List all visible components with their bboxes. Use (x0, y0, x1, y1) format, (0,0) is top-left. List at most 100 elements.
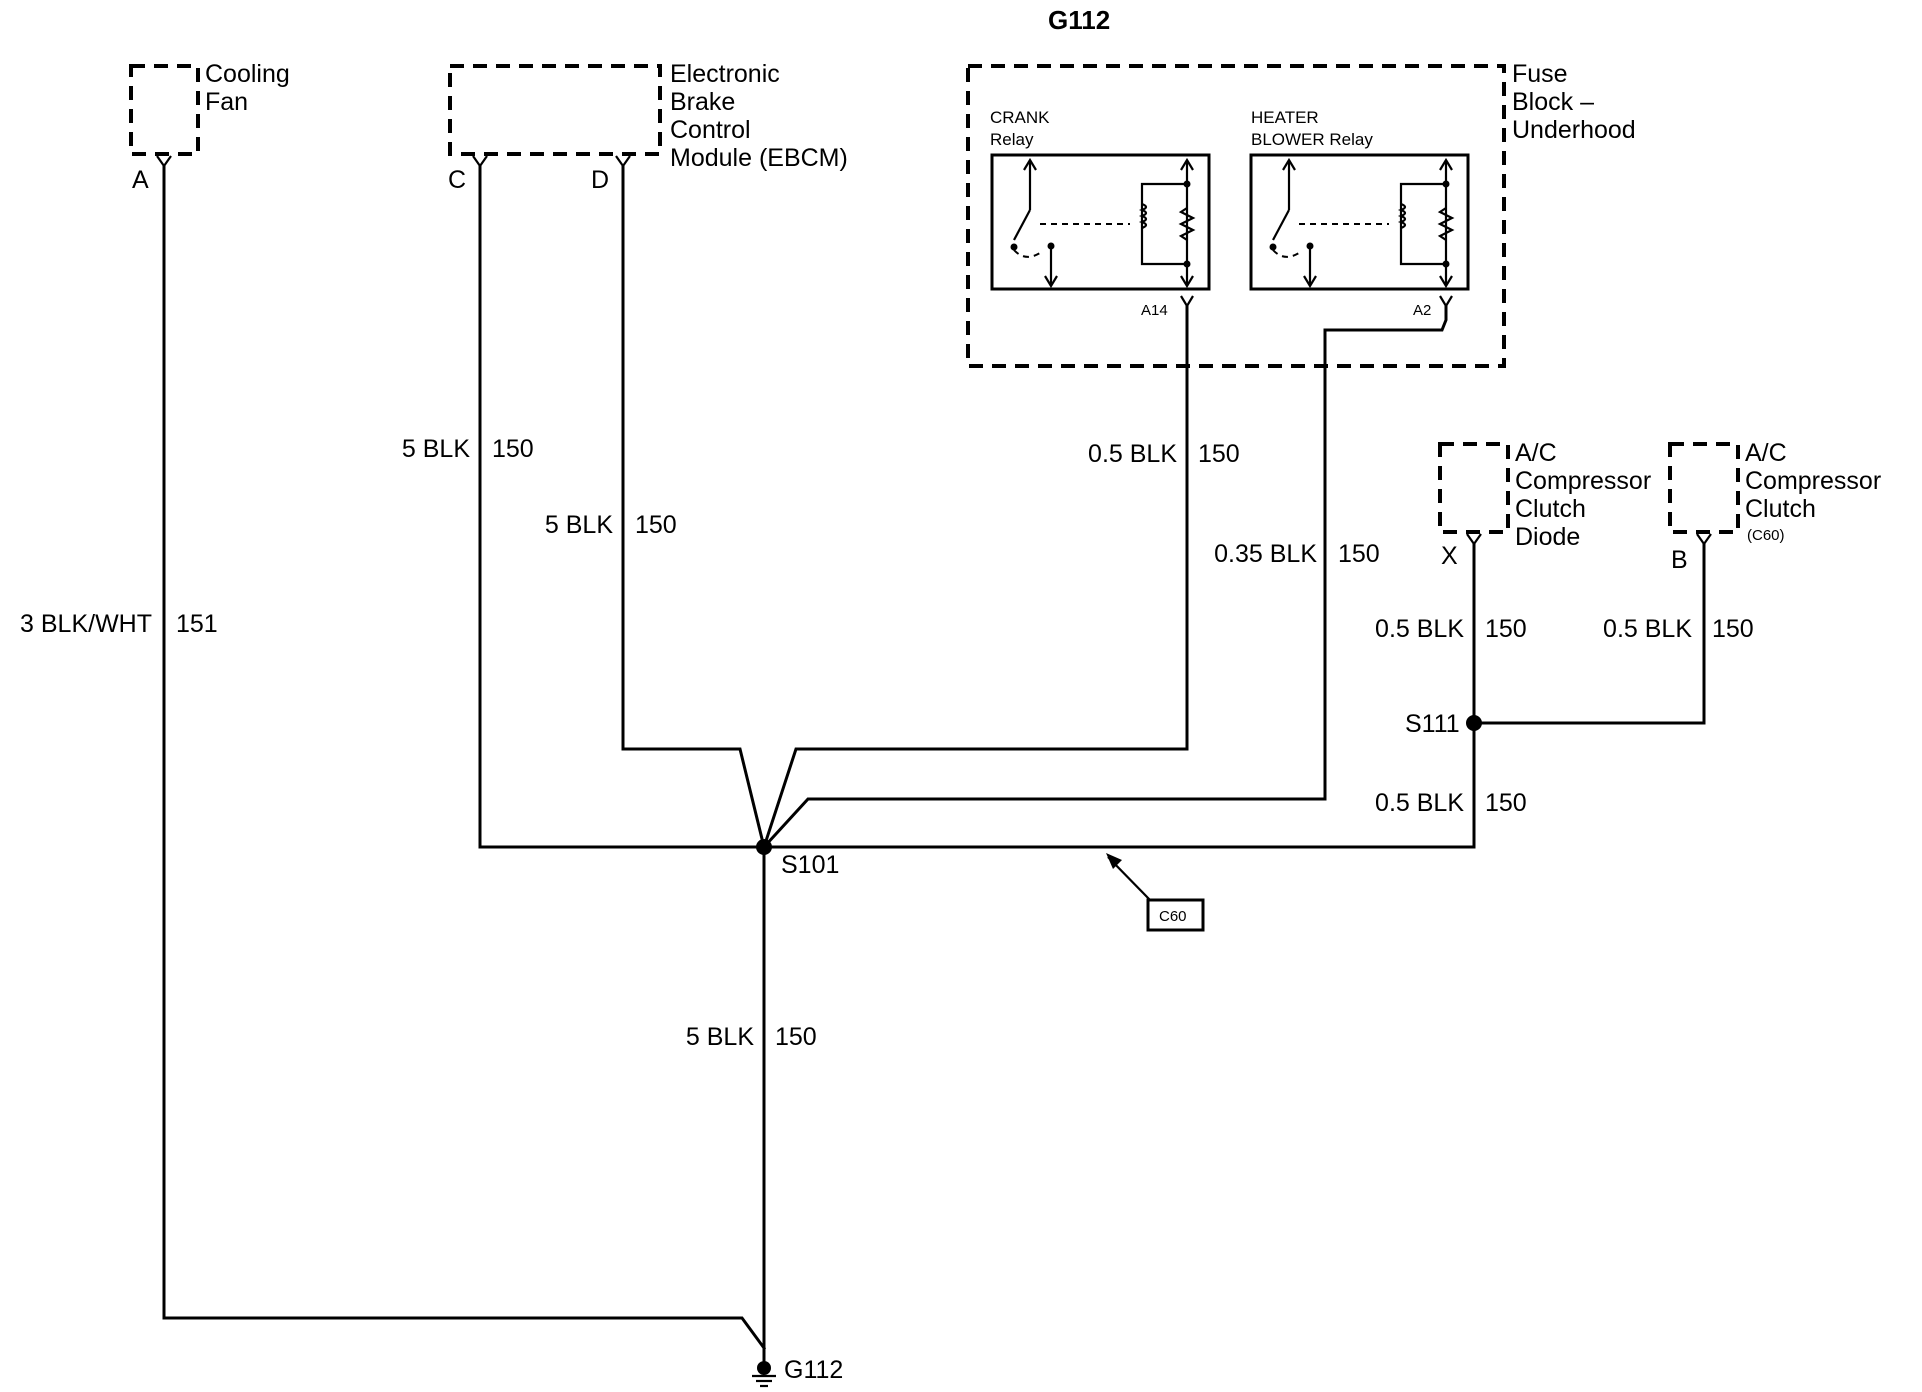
heater-relay-arrow-up-2 (1439, 157, 1453, 171)
ac-diode-component: A/C Compressor Clutch Diode X (1438, 439, 1651, 570)
crank-relay-coil (1138, 202, 1148, 230)
wire-s111-out-circuit: 150 (1485, 789, 1527, 817)
ac-diode-label-2: Compressor (1515, 467, 1651, 495)
fuse-block-box (966, 64, 1506, 368)
heater-blower-relay: HEATER BLOWER Relay A2 (1249, 108, 1470, 319)
ac-clutch-label-4: (C60) (1747, 527, 1785, 544)
ebcm-label-2: Brake (670, 88, 735, 116)
cooling-fan-label-2: Fan (205, 88, 248, 116)
crank-relay-resistor (1178, 207, 1196, 241)
crank-relay-node-bottom (1183, 260, 1191, 268)
wire-heater-circuit: 150 (1338, 540, 1380, 568)
heater-relay-resistor (1437, 207, 1455, 241)
wire-clutch-circuit: 150 (1712, 615, 1754, 643)
heater-relay-arrow-down-2 (1439, 275, 1453, 289)
cooling-fan-component: Cooling Fan A (129, 60, 290, 194)
wire-heater-gauge: 0.35 BLK (1214, 540, 1317, 568)
ebcm-label-1: Electronic (670, 60, 780, 88)
fuse-block-label-2: Block – (1512, 88, 1594, 116)
wire-s111-out-gauge: 0.5 BLK (1375, 789, 1464, 817)
ac-diode-label-3: Clutch (1515, 495, 1586, 523)
wire-ebcm-d-gauge: 5 BLK (545, 511, 613, 539)
wire-s101-to-diode (762, 542, 1476, 849)
wire-crank-gauge: 0.5 BLK (1088, 440, 1177, 468)
heater-relay-pin-label: A2 (1413, 302, 1431, 319)
ac-diode-box (1438, 442, 1510, 534)
fuse-block-label-1: Fuse (1512, 60, 1568, 88)
heater-relay-arrow-down (1303, 275, 1317, 289)
ebcm-label-4: Module (EBCM) (670, 144, 848, 172)
wire-heater-relay (761, 304, 1448, 850)
heater-relay-label-2: BLOWER Relay (1251, 130, 1373, 149)
ac-diode-label-4: Diode (1515, 523, 1580, 551)
heater-relay-coil (1397, 202, 1407, 230)
wire-diode-circuit: 150 (1485, 615, 1527, 643)
cooling-fan-label-1: Cooling (205, 60, 290, 88)
crank-relay-contact-arc (1013, 249, 1041, 258)
diagram-title: G112 (1048, 5, 1110, 35)
c60-label: C60 (1159, 908, 1187, 925)
wire-ebcm-c-gauge: 5 BLK (402, 435, 470, 463)
crank-relay-box (990, 153, 1211, 291)
wire-fan-circuit: 151 (176, 610, 218, 638)
crank-relay-arrow-down-2 (1180, 275, 1194, 289)
heater-relay-box (1249, 153, 1470, 291)
wire-ground-gauge: 5 BLK (686, 1023, 754, 1051)
wire-ground-circuit: 150 (775, 1023, 817, 1051)
ebcm-pin-c-label: C (448, 166, 466, 194)
ac-clutch-label-1: A/C (1745, 439, 1787, 467)
wire-s111-to-clutch (1472, 542, 1706, 725)
crank-relay-arrow-down (1044, 275, 1058, 289)
wire-crank-relay (762, 304, 1189, 849)
c60-arrowhead (1106, 853, 1122, 869)
wire-ebcm-d-circuit: 150 (635, 511, 677, 539)
splice-s101-dot (756, 839, 772, 855)
crank-relay-arrow-up (1023, 157, 1037, 171)
heater-relay-contact-dot (1269, 243, 1277, 251)
ebcm-pin-d-label: D (591, 166, 609, 194)
heater-relay-arrow-up (1282, 157, 1296, 171)
heater-relay-switch-blade (1272, 209, 1290, 241)
ground-label: G112 (784, 1356, 843, 1384)
wire-diode-gauge: 0.5 BLK (1375, 615, 1464, 643)
crank-relay-node-top (1183, 180, 1191, 188)
wire-cooling-fan (162, 164, 767, 1351)
ac-clutch-label-2: Compressor (1745, 467, 1881, 495)
crank-relay-contact-dot (1010, 243, 1018, 251)
ebcm-box (448, 64, 662, 156)
crank-relay-pin-label: A14 (1141, 302, 1168, 319)
crank-relay-switch-blade (1013, 209, 1031, 241)
ac-clutch-box (1668, 442, 1740, 534)
cooling-fan-box (129, 64, 200, 156)
wire-ebcm-c (478, 164, 766, 849)
ground-symbol: G112 (752, 1356, 843, 1388)
wire-fan-gauge: 3 BLK/WHT (20, 610, 152, 638)
splice-s111-label: S111 (1405, 710, 1460, 738)
cooling-fan-pin-label: A (132, 166, 149, 194)
ac-clutch-component: A/C Compressor Clutch (C60) B (1668, 439, 1881, 574)
ac-diode-label-1: A/C (1515, 439, 1557, 467)
ac-clutch-pin-label: B (1671, 546, 1688, 574)
fuse-block-component: Fuse Block – Underhood CRANK Relay (966, 60, 1636, 368)
heater-relay-contact-arc (1272, 249, 1300, 258)
ac-diode-pin-label: X (1441, 542, 1458, 570)
heater-relay-node-top (1442, 180, 1450, 188)
crank-relay: CRANK Relay A14 (990, 108, 1211, 319)
crank-relay-label-2: Relay (990, 130, 1034, 149)
c60-label-box (1146, 898, 1205, 932)
ebcm-component: Electronic Brake Control Module (EBCM) C… (448, 60, 848, 194)
crank-relay-label-1: CRANK (990, 108, 1050, 127)
wire-crank-circuit: 150 (1198, 440, 1240, 468)
wire-ebcm-d (621, 164, 766, 849)
wire-clutch-gauge: 0.5 BLK (1603, 615, 1692, 643)
ebcm-label-3: Control (670, 116, 751, 144)
connector-c60-callout: C60 (1106, 853, 1205, 932)
heater-relay-label-1: HEATER (1251, 108, 1319, 127)
wire-ebcm-c-circuit: 150 (492, 435, 534, 463)
crank-relay-coil-frame (1140, 182, 1187, 266)
ground-dot (757, 1361, 771, 1375)
splice-s101-label: S101 (781, 851, 839, 879)
splice-s111-dot (1466, 715, 1482, 731)
crank-relay-arrow-up-2 (1180, 157, 1194, 171)
